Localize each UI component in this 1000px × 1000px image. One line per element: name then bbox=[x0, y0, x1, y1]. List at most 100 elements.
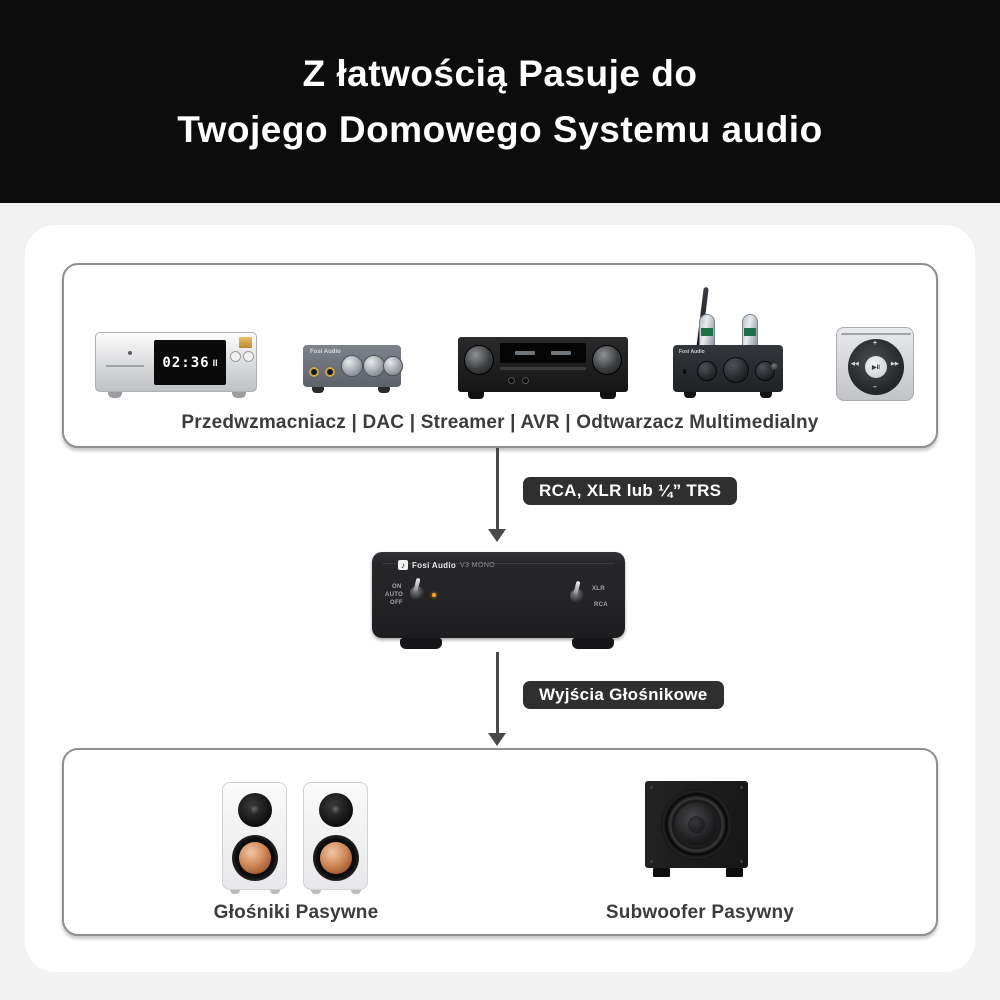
speaker-foot bbox=[270, 890, 280, 894]
next-track-icon: ▶▶ bbox=[891, 361, 899, 367]
player-screen: 02:36 II bbox=[154, 340, 226, 385]
player-time: 02:36 bbox=[162, 354, 210, 371]
dac-knob bbox=[363, 355, 385, 377]
avr-knob bbox=[464, 345, 494, 375]
avr-display bbox=[500, 343, 586, 363]
tube-amp-knob bbox=[723, 357, 749, 383]
screw-icon bbox=[740, 786, 743, 789]
sources-caption: Przedwzmacniacz | DAC | Streamer | AVR |… bbox=[181, 412, 819, 433]
speaker-foot bbox=[230, 890, 240, 894]
headphone-jack-icon bbox=[325, 367, 335, 377]
input-switch-label-xlr: XLR bbox=[592, 586, 605, 592]
avr-device bbox=[458, 337, 628, 392]
speaker-woofer bbox=[232, 835, 278, 881]
subwoofer-driver bbox=[661, 789, 732, 860]
tube-amp-foot bbox=[760, 392, 772, 398]
player-brand-line bbox=[106, 365, 144, 367]
tube-amp-device: Fosi Audio bbox=[673, 345, 783, 392]
tube-amp-knob bbox=[697, 361, 717, 381]
play-pause-icon: ▶II bbox=[865, 356, 887, 378]
dac-foot bbox=[312, 387, 324, 393]
avr-display-text bbox=[515, 351, 536, 355]
passive-speakers-caption: Głośniki Pasywne bbox=[213, 902, 379, 923]
volume-down-icon: – bbox=[873, 384, 877, 391]
speaker-foot bbox=[351, 890, 361, 894]
headphone-jack-icon bbox=[309, 367, 319, 377]
player-foot bbox=[108, 392, 122, 398]
subwoofer-dust-cap bbox=[688, 816, 705, 833]
avr-knob bbox=[592, 345, 622, 375]
speaker-tweeter bbox=[238, 793, 272, 827]
tube-label-band bbox=[701, 328, 713, 336]
power-switch-label-on: ON bbox=[392, 584, 402, 590]
amp-foot bbox=[572, 638, 614, 649]
dac-foot bbox=[378, 387, 390, 393]
player-led bbox=[128, 351, 132, 355]
screw-icon bbox=[740, 860, 743, 863]
down-arrow-line bbox=[496, 652, 499, 734]
down-arrow-line bbox=[496, 448, 499, 530]
passive-subwoofer-caption: Subwoofer Pasywny bbox=[605, 902, 795, 923]
down-arrow-icon bbox=[488, 529, 506, 542]
power-toggle-switch bbox=[410, 577, 424, 600]
header-title-line1: Z łatwością Pasuje do bbox=[302, 52, 698, 94]
player-hires-badge bbox=[239, 337, 252, 348]
header-banner: Z łatwością Pasuje do Twojego Domowego S… bbox=[0, 0, 1000, 203]
amp-seam bbox=[382, 563, 615, 564]
tube-amp-jack bbox=[683, 369, 686, 374]
dac-brand-label: Fosi Audio bbox=[310, 349, 341, 355]
player-foot bbox=[232, 392, 246, 398]
amp-logo: ♪ Fosi Audio V3 MONO bbox=[398, 560, 495, 570]
tube-amp-knob bbox=[755, 361, 775, 381]
avr-jack bbox=[522, 377, 529, 384]
power-switch-label-auto: AUTO bbox=[385, 592, 404, 598]
input-toggle-switch bbox=[570, 580, 584, 603]
tube-amp-power-knob bbox=[771, 363, 778, 370]
output-connection-label: Wyjścia Głośnikowe bbox=[523, 681, 724, 709]
subwoofer-foot bbox=[653, 868, 670, 877]
avr-foot bbox=[468, 392, 484, 399]
down-arrow-icon bbox=[488, 733, 506, 746]
header-title-line2: Twojego Domowego Systemu audio bbox=[177, 108, 823, 150]
amp-brand-label: Fosi Audio bbox=[412, 560, 457, 570]
player-button bbox=[243, 351, 254, 362]
speakers-box bbox=[62, 748, 938, 936]
input-switch-label-rca: RCA bbox=[594, 602, 608, 608]
power-switch-label-off: OFF bbox=[390, 600, 403, 606]
screw-icon bbox=[650, 786, 653, 789]
subwoofer-foot bbox=[726, 868, 743, 877]
ipod-clip bbox=[841, 333, 911, 335]
amp-model-label: V3 MONO bbox=[460, 561, 496, 569]
dac-knob bbox=[341, 355, 363, 377]
passive-speaker-right bbox=[303, 782, 368, 890]
tube-label-band bbox=[744, 328, 756, 336]
vacuum-tube bbox=[740, 314, 760, 355]
speaker-foot bbox=[311, 890, 321, 894]
speaker-tweeter bbox=[319, 793, 353, 827]
speaker-cone bbox=[320, 842, 352, 874]
power-led bbox=[432, 593, 436, 597]
amp-foot bbox=[400, 638, 442, 649]
input-connection-label: RCA, XLR lub ¼” TRS bbox=[523, 477, 738, 505]
avr-front-strip bbox=[500, 367, 586, 370]
passive-speaker-left bbox=[222, 782, 287, 890]
avr-foot bbox=[600, 392, 616, 399]
speaker-cone bbox=[239, 842, 271, 874]
media-player-device: 02:36 II bbox=[95, 332, 257, 392]
pause-icon: II bbox=[212, 357, 218, 368]
avr-jack bbox=[508, 377, 515, 384]
ipod-shuffle-device: + – ◀◀ ▶▶ ▶II bbox=[836, 327, 914, 401]
screw-icon bbox=[650, 860, 653, 863]
player-button bbox=[230, 351, 241, 362]
volume-up-icon: + bbox=[873, 340, 878, 347]
speaker-woofer bbox=[313, 835, 359, 881]
vacuum-tube bbox=[697, 314, 717, 355]
dac-knob bbox=[383, 356, 403, 376]
avr-display-text bbox=[550, 351, 571, 355]
tube-amp-brand-label: Fosi Audio bbox=[679, 349, 705, 355]
passive-subwoofer bbox=[645, 781, 748, 868]
previous-track-icon: ◀◀ bbox=[851, 361, 859, 367]
dac-device: Fosi Audio bbox=[303, 345, 403, 387]
tube-amp-foot bbox=[684, 392, 696, 398]
